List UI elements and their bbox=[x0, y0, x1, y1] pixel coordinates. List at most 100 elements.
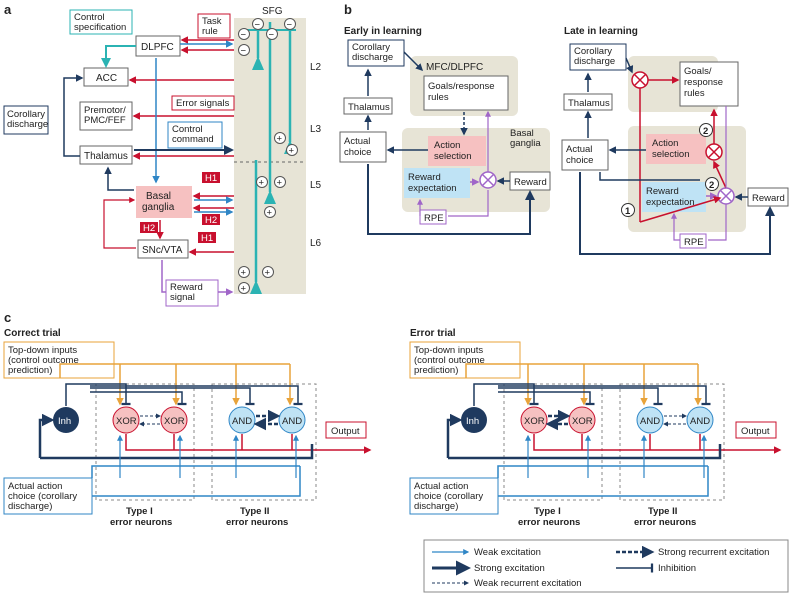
snc-vta-box bbox=[137, 239, 189, 259]
legend-weak-excitation: Weak excitation bbox=[432, 547, 541, 558]
inh-label: Inh bbox=[58, 416, 71, 427]
thalamus-box-a bbox=[79, 145, 133, 165]
and-label: AND bbox=[640, 416, 660, 427]
and-neuron-1-error: AND bbox=[636, 406, 664, 434]
synapse-minus-group: − − − − − bbox=[238, 18, 296, 57]
plus-synapse: + bbox=[259, 178, 265, 189]
plus-synapse: + bbox=[267, 208, 273, 219]
legend-strong-recurrent-label: Strong recurrent excitation bbox=[658, 547, 769, 558]
legend-box bbox=[423, 539, 789, 593]
number-2: 2 bbox=[709, 180, 714, 191]
minus-synapse: − bbox=[241, 30, 247, 41]
number-1: 1 bbox=[625, 206, 631, 217]
h1-tag-bottom: H1 bbox=[198, 232, 216, 244]
legend-inhibition: Inhibition bbox=[616, 563, 696, 574]
h2-label: H2 bbox=[205, 215, 217, 226]
panel-a: a SFG L2 L3 L5 L6 − − − bbox=[3, 2, 322, 307]
type2-group-error bbox=[619, 383, 725, 501]
top-down-box-error bbox=[409, 341, 521, 379]
and-label: AND bbox=[282, 416, 302, 427]
minus-synapse: − bbox=[255, 20, 261, 31]
layer-l5: L5 bbox=[310, 180, 322, 191]
dlpfc-label: DLPFC bbox=[141, 42, 174, 53]
goals-rules-box-early bbox=[423, 75, 509, 111]
xor-neuron-1-error: XOR bbox=[520, 406, 548, 434]
panel-c-correct-connections bbox=[38, 363, 372, 497]
action-selection-box-late bbox=[646, 134, 706, 164]
snc-vta-label: SNc/VTA bbox=[142, 245, 183, 256]
pyramidal-neuron-l5 bbox=[264, 22, 276, 204]
actual-action-box-correct bbox=[3, 477, 93, 515]
inhibitor-top-late bbox=[631, 71, 649, 89]
inhibitor-mid-late bbox=[705, 143, 723, 161]
comparator-late bbox=[717, 187, 735, 205]
and-neuron-2-correct: AND bbox=[278, 406, 306, 434]
layer-l3: L3 bbox=[310, 124, 322, 135]
legend-weak-recurrent-label: Weak recurrent excitation bbox=[474, 578, 582, 589]
plus-synapse: + bbox=[241, 268, 247, 279]
thalamus-label-late: Thalamus bbox=[568, 98, 610, 109]
top-down-box-correct bbox=[3, 341, 115, 379]
thalamus-box-late bbox=[563, 93, 613, 111]
control-specification-box bbox=[69, 9, 133, 35]
error-signals-box bbox=[171, 95, 235, 111]
layer-l2: L2 bbox=[310, 62, 322, 73]
marker-2-top: 2 bbox=[699, 123, 713, 137]
h2-tag-left: H2 bbox=[140, 222, 158, 234]
legend-weak-excitation-label: Weak excitation bbox=[474, 547, 541, 558]
mfc-dlpfc-label: MFC/DLPFC bbox=[426, 62, 483, 73]
legend: Weak excitation Strong excitation Weak r… bbox=[423, 539, 789, 593]
corollary-discharge-box bbox=[3, 105, 49, 135]
output-label-error: Output bbox=[741, 426, 770, 437]
type1-group-correct bbox=[95, 383, 195, 501]
sfg-label: SFG bbox=[262, 6, 283, 17]
output-box-error bbox=[735, 421, 777, 439]
legend-strong-excitation-label: Strong excitation bbox=[474, 563, 545, 574]
reward-signal-box bbox=[165, 279, 219, 307]
plus-synapse: + bbox=[265, 268, 271, 279]
marker-2-bottom: 2 bbox=[705, 177, 719, 191]
xor-neuron-1-correct: XOR bbox=[112, 406, 140, 434]
xor-label: XOR bbox=[164, 416, 185, 427]
xor-label: XOR bbox=[524, 416, 545, 427]
legend-strong-recurrent: Strong recurrent excitation bbox=[616, 545, 769, 559]
number-2: 2 bbox=[703, 126, 708, 137]
acc-label: ACC bbox=[96, 73, 117, 84]
thalamus-box-early bbox=[343, 97, 393, 115]
h2-label: H2 bbox=[143, 223, 155, 234]
panel-b-late-connections bbox=[579, 57, 775, 255]
and-label: AND bbox=[690, 416, 710, 427]
legend-weak-recurrent: Weak recurrent excitation bbox=[432, 578, 582, 589]
type1-group-error bbox=[503, 383, 603, 501]
goals-rules-box-late bbox=[679, 61, 739, 107]
rpe-label-late: RPE bbox=[684, 237, 704, 248]
pyramidal-neuron-l6 bbox=[250, 160, 262, 294]
h1-tag-top: H1 bbox=[202, 172, 220, 184]
task-rule-box bbox=[197, 13, 231, 39]
xor-label: XOR bbox=[116, 416, 137, 427]
reward-label-late: Reward bbox=[752, 193, 785, 204]
xor-neuron-2-error: XOR bbox=[568, 406, 596, 434]
reward-label-early: Reward bbox=[514, 177, 547, 188]
panel-a-connections bbox=[63, 36, 234, 296]
and-neuron-1-correct: AND bbox=[228, 406, 256, 434]
